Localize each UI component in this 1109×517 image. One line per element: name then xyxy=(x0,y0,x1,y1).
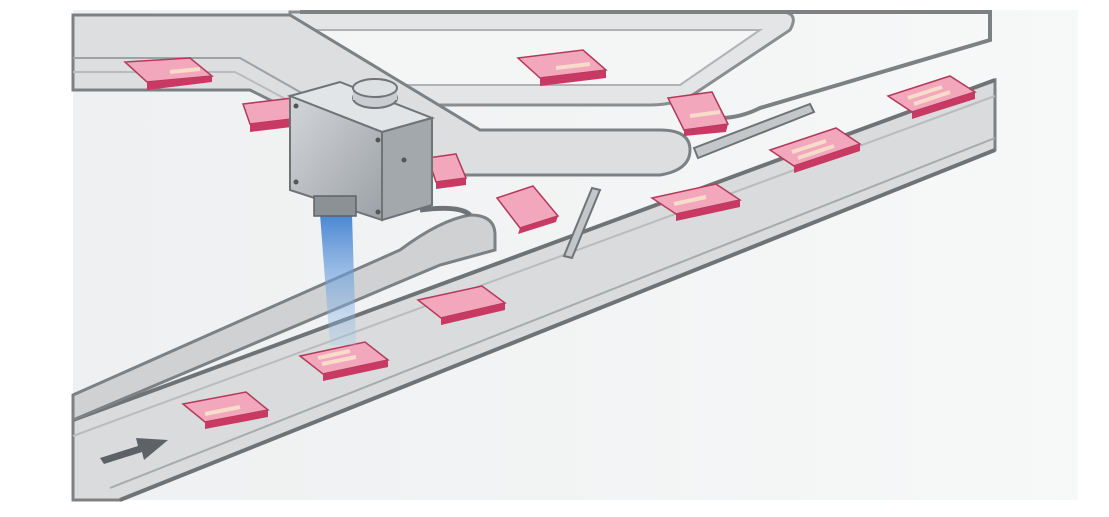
flow-arrow-icon xyxy=(100,438,168,464)
item-main-1 xyxy=(181,391,270,429)
scanner-icon xyxy=(286,78,436,222)
merge-branch xyxy=(71,205,497,423)
item-main-6 xyxy=(886,75,977,119)
gate-icon xyxy=(562,186,602,260)
item-main-7 xyxy=(427,153,468,189)
item-main-5 xyxy=(768,127,862,173)
scan-beam-icon xyxy=(320,214,356,345)
item-diverted-2 xyxy=(495,185,560,234)
item-return-3 xyxy=(516,49,608,86)
item-main-2-scanned xyxy=(298,341,390,381)
item-main-4 xyxy=(650,183,742,221)
item-return-1 xyxy=(123,57,214,90)
item-diverted-1 xyxy=(666,91,730,136)
item-main-3 xyxy=(416,285,507,325)
deflector-icon xyxy=(692,102,816,160)
